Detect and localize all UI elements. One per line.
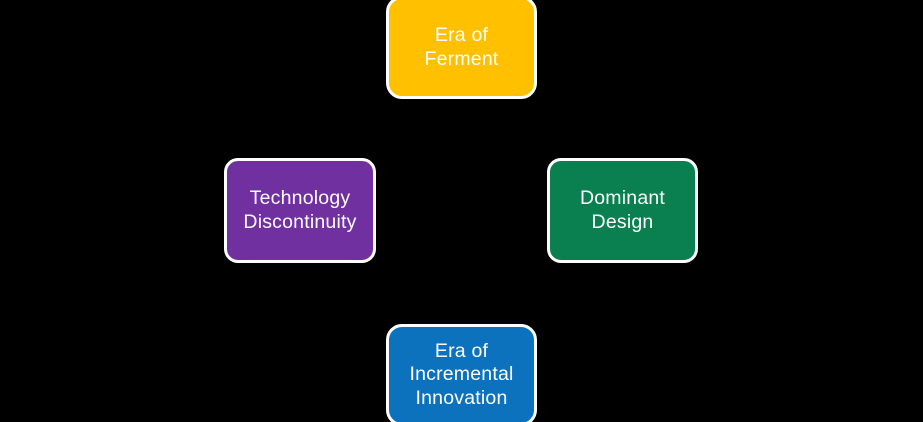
diagram-node-era-of-ferment[interactable]: Era of Ferment bbox=[386, 0, 537, 99]
diagram-node-era-of-incremental-innovation[interactable]: Era of Incremental Innovation bbox=[386, 324, 537, 422]
diagram-node-dominant-design[interactable]: Dominant Design bbox=[547, 158, 698, 263]
diagram-node-technology-discontinuity[interactable]: Technology Discontinuity bbox=[224, 158, 376, 263]
